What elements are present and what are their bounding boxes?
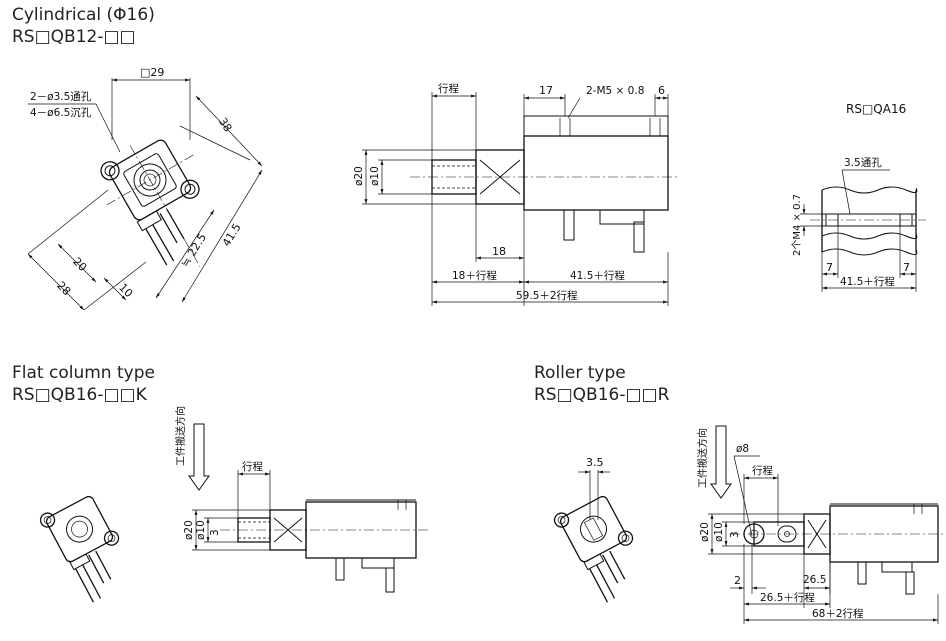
roller-dim-2: 2 xyxy=(734,574,741,587)
flat-dim-3: 3 xyxy=(209,529,221,536)
flat-model: RS□QB16-□□K xyxy=(12,385,147,405)
flat-stroke: 行程 xyxy=(242,460,263,473)
roller-dim-26-5-stroke: 26.5＋行程 xyxy=(760,591,815,604)
dim-20: 20 xyxy=(70,255,89,274)
flat-dia-20: ø20 xyxy=(183,520,195,540)
qa-thread: 2个M4 × 0.7 xyxy=(791,194,803,256)
dia-20: ø20 xyxy=(353,166,365,186)
qa16-view: RS□QA16 3.5通孔 2个M4 × 0.7 7 7 41.5＋行程 xyxy=(791,102,926,292)
roller-model: RS□QB16-□□R xyxy=(534,385,670,405)
dim-10: 10 xyxy=(116,281,135,300)
roller-dim-68-stroke: 68＋2行程 xyxy=(812,607,864,620)
flat-dia-10: ø10 xyxy=(195,520,207,540)
hole-note-2: 4－ø6.5沉孔 xyxy=(30,106,92,119)
dim-28: 28 xyxy=(54,279,73,298)
dim-41-5: 41.5 xyxy=(220,221,244,249)
cylindrical-model: RS□QB12-□□ xyxy=(12,27,136,47)
flat-title: Flat column type xyxy=(12,363,155,383)
dim-18-stroke: 18＋行程 xyxy=(452,269,497,282)
cylindrical-title: Cylindrical (Φ16) xyxy=(12,5,155,25)
cyl-side-view: 行程 17 2-M5 × 0.8 6 ø20 ø10 18 18＋行程 41.5… xyxy=(353,82,680,306)
thread-m5: 2-M5 × 0.8 xyxy=(586,85,644,97)
roller-dim-26-5: 26.5 xyxy=(803,574,826,586)
roller-direction: 工件搬送方向 xyxy=(696,428,709,488)
dim-17: 17 xyxy=(539,84,553,97)
hole-note-1: 2－ø3.5通孔 xyxy=(30,90,92,103)
roller-dia-20: ø20 xyxy=(699,522,711,542)
dim-18: 18 xyxy=(492,245,506,258)
qa-dim-7-left: 7 xyxy=(826,261,833,274)
roller-dim-3: 3 xyxy=(729,531,741,538)
roller-dia-8: ø8 xyxy=(736,443,749,455)
dia-10: ø10 xyxy=(369,166,381,186)
flat-side-view: 工件搬送方向 行程 ø20 ø10 3 xyxy=(174,406,430,593)
dim-41-5-stroke: 41.5＋行程 xyxy=(570,269,625,282)
cyl-front-view: □29 2－ø3.5通孔 4－ø6.5沉孔 38 xyxy=(27,66,263,311)
roller-dim-3-5: 3.5 xyxy=(586,456,604,469)
roller-front-view: 3.5 xyxy=(553,456,634,603)
flat-direction: 工件搬送方向 xyxy=(174,406,187,466)
dim-38: 38 xyxy=(216,115,234,134)
roller-title: Roller type xyxy=(534,363,626,383)
roller-stroke: 行程 xyxy=(752,464,773,477)
dim-width: □29 xyxy=(140,66,164,79)
qa-dim-total: 41.5＋行程 xyxy=(840,275,895,288)
qa16-label: RS□QA16 xyxy=(846,102,906,116)
qa-dim-7-right: 7 xyxy=(903,261,910,274)
side-stroke: 行程 xyxy=(438,82,459,95)
dim-6: 6 xyxy=(658,84,665,97)
roller-side-view: 工件搬送方向 ø8 行程 ø20 ø1 xyxy=(696,425,944,624)
dim-59-5-stroke: 59.5＋2行程 xyxy=(516,289,578,302)
qa-hole: 3.5通孔 xyxy=(844,156,882,169)
roller-dia-10: ø10 xyxy=(713,522,725,542)
flat-front-view xyxy=(39,495,120,603)
